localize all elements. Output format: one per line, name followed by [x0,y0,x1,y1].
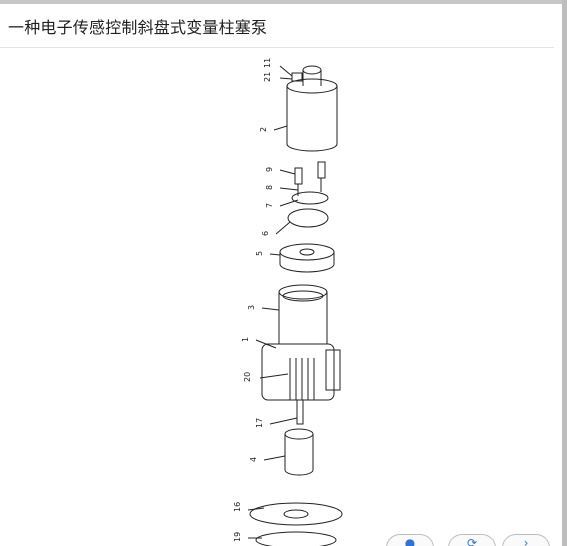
part-label: 1 [241,337,250,342]
part-label: 2 [259,127,268,132]
housing-2-top [286,78,338,94]
part-label: 6 [261,231,270,236]
motor-fins-20 [289,358,315,400]
motor-side-box [325,349,341,391]
part-label: 5 [255,251,264,256]
zoom-button[interactable]: ● [386,534,434,546]
housing-2-bottom [286,143,338,152]
part-label: 4 [249,457,258,462]
ring-5-hole [299,248,315,256]
wheel-16 [249,502,343,526]
more-button[interactable]: › [502,534,550,546]
part-label: 3 [247,305,256,310]
pin-8-stems [297,178,322,196]
fitting-21 [291,72,303,82]
rotate-button[interactable]: ⟳ [448,534,496,546]
motor-body-1 [261,343,335,401]
part-label: 21 [263,72,272,82]
more-icon: › [523,536,529,546]
rotate-icon: ⟳ [466,536,478,546]
cylinder-3-inner [282,290,324,302]
title-bar: 一种电子传感控制斜盘式变量柱塞泵 [0,4,554,48]
disc-6 [287,208,329,228]
document-title: 一种电子传感控制斜盘式变量柱塞泵 [8,18,268,37]
part-label: 7 [265,203,274,208]
zoom-icon: ● [404,536,416,546]
part-label: 17 [255,418,264,428]
part-label: 16 [233,502,242,512]
part-label: 20 [243,372,252,382]
part-labels: 11 21 2 9 8 7 6 5 3 1 20 17 4 16 19 [233,58,274,542]
part-label: 8 [265,185,274,190]
cylinder-3-top [278,284,328,300]
patent-drawing: 11 21 2 9 8 7 6 5 3 1 20 17 4 16 19 [0,48,562,546]
coupling-4-body [284,434,314,476]
cylinder-3-sides [278,292,328,344]
ring-5-body [279,252,335,273]
cap-11-body [302,70,322,86]
part-label: 11 [263,58,272,68]
wheel-16-hub [283,509,309,519]
coupling-4-top [284,428,314,440]
pin-9-right [317,161,326,179]
pin-9-left [294,167,303,185]
part-label: 9 [265,167,274,172]
cap-11-top [302,65,322,75]
plate-7 [291,191,329,205]
leader-lines [247,65,299,539]
base-19 [255,531,337,546]
ring-5-top [279,243,335,261]
part-label: 19 [233,532,242,542]
exploded-view-drawing: 11 21 2 9 8 7 6 5 3 1 20 17 4 16 19 [233,58,343,546]
housing-2-sides [286,86,338,144]
shaft-17 [296,399,304,425]
